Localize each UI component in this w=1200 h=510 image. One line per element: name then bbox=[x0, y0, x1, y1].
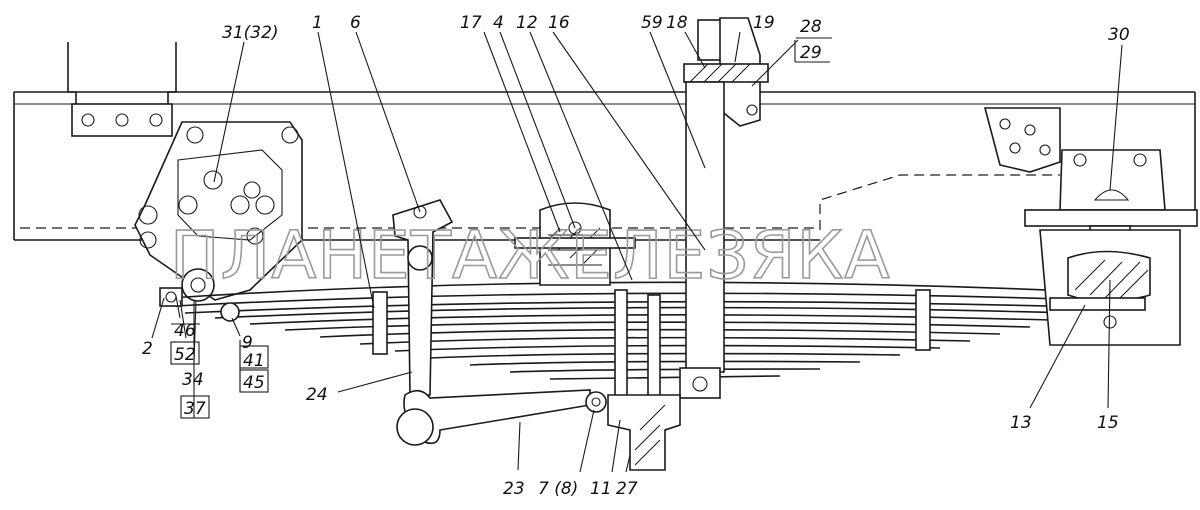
callout-labels: 31(32) 1 6 17 4 12 16 59 18 19 28 29 30 … bbox=[142, 13, 1130, 499]
callout-13: 13 bbox=[1010, 413, 1032, 433]
callout-15: 15 bbox=[1097, 413, 1119, 433]
callout-30: 30 bbox=[1108, 25, 1130, 45]
top-left-bracket bbox=[67, 42, 177, 137]
reaction-arm bbox=[392, 199, 607, 446]
callout-46: 46 bbox=[174, 321, 196, 341]
callout-19: 19 bbox=[753, 13, 775, 33]
watermark: ПЛАНЕТАЖЕЛЕЗЯКА bbox=[170, 217, 891, 294]
callout-boxes bbox=[170, 37, 832, 419]
callout-27: 27 bbox=[616, 479, 638, 499]
callout-2: 2 bbox=[142, 339, 153, 359]
callout-29: 29 bbox=[800, 43, 822, 63]
callout-1: 1 bbox=[312, 13, 323, 33]
callout-52: 52 bbox=[174, 345, 196, 365]
callout-17: 17 bbox=[460, 13, 482, 33]
callout-59: 59 bbox=[641, 13, 663, 33]
axle-seat bbox=[607, 289, 681, 471]
callout-31-32: 31(32) bbox=[222, 23, 279, 43]
shock-absorber bbox=[679, 17, 769, 399]
callout-18: 18 bbox=[666, 13, 688, 33]
rear-bracket bbox=[983, 107, 1198, 251]
callout-6: 6 bbox=[350, 13, 361, 33]
callout-28: 28 bbox=[800, 17, 822, 37]
rear-support bbox=[1039, 229, 1181, 346]
callout-34: 34 bbox=[182, 370, 204, 390]
callout-37: 37 bbox=[184, 399, 206, 419]
callout-4: 4 bbox=[493, 13, 504, 33]
callout-11: 11 bbox=[590, 479, 612, 499]
callout-12: 12 bbox=[516, 13, 538, 33]
callout-24: 24 bbox=[306, 385, 328, 405]
callout-9: 9 bbox=[242, 333, 253, 353]
callout-16: 16 bbox=[548, 13, 570, 33]
callout-45: 45 bbox=[243, 373, 265, 393]
callout-23: 23 bbox=[503, 479, 525, 499]
callout-7-8: 7 (8) bbox=[538, 479, 578, 499]
callout-41: 41 bbox=[243, 351, 265, 371]
